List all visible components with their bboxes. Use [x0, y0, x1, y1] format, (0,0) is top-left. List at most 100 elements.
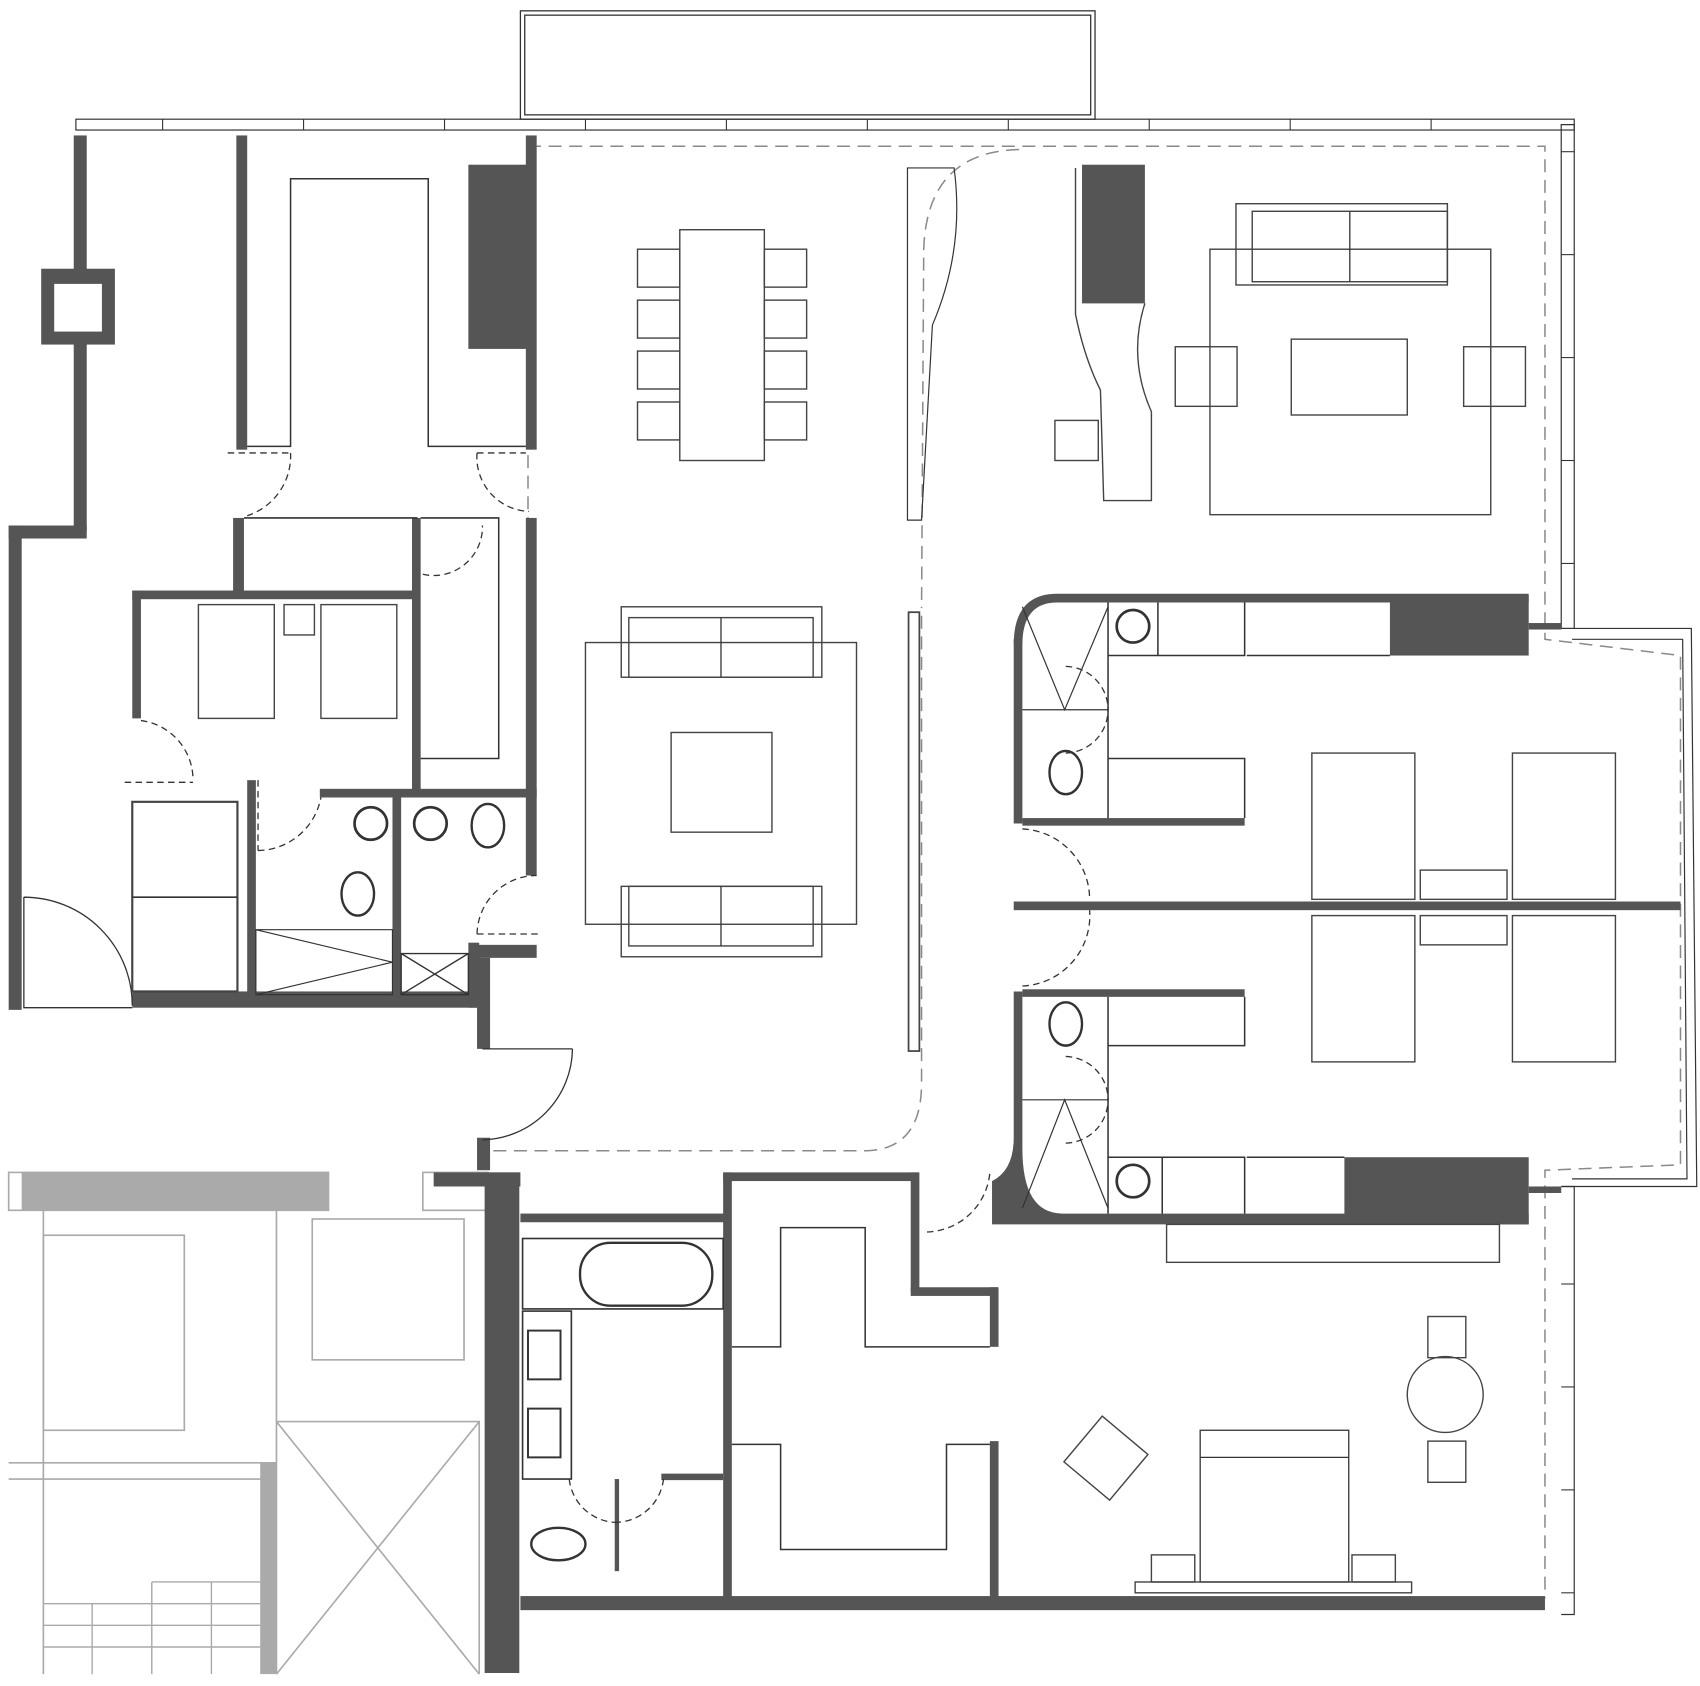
sink-basin [1115, 608, 1151, 644]
ceiling-outline [493, 145, 1682, 1599]
closet-wall-step-down [989, 1287, 999, 1347]
toilet-bowl [530, 1526, 587, 1562]
bedroom-wall-east [411, 517, 421, 791]
nightstand [283, 603, 316, 636]
tub-surround [521, 1237, 724, 1310]
toilet-bowl [1048, 749, 1084, 796]
master-wall-west-thick [484, 1172, 520, 1673]
bed [1311, 752, 1416, 901]
sink-basin [412, 805, 449, 842]
neighbor-bed [42, 1234, 186, 1432]
wc-door [568, 1478, 665, 1524]
bed [320, 603, 398, 720]
dining-chair [636, 299, 681, 339]
bathtub [578, 1241, 714, 1307]
entry-door-main [23, 896, 133, 1009]
kitchen-wall-west [236, 135, 248, 450]
bedroom1-door [1022, 828, 1091, 900]
facade-bay-window [1561, 627, 1698, 1188]
chair [1427, 1315, 1467, 1359]
bedroom-door [124, 719, 194, 783]
shower2-door [1065, 1055, 1109, 1144]
shower-outlines [1021, 606, 1109, 1209]
entry-wall-side [477, 957, 491, 1049]
facade-right-lower-window [1561, 1185, 1575, 1616]
vanity [521, 1310, 573, 1480]
closet-wall-top [723, 1172, 919, 1182]
lounge-chair [1062, 1415, 1149, 1502]
bath-wall-west [247, 780, 256, 997]
dining-chair [763, 299, 808, 339]
bedroom1-wall-west [1013, 639, 1023, 824]
furniture [131, 164, 1617, 1594]
bath-wall-north [319, 788, 537, 798]
bath-wall-mid [392, 797, 402, 1004]
facade-right-window [1560, 124, 1575, 630]
lounge-coffee-table [1290, 338, 1408, 416]
neighbor-unit [7, 1171, 489, 1675]
entry-wall-lower [477, 1137, 491, 1171]
dining-table [679, 229, 766, 462]
nightstand [1419, 869, 1508, 901]
front-door [482, 1048, 574, 1141]
closet-wall-east [989, 1441, 999, 1604]
bedroom1-bath-wall [1022, 818, 1245, 826]
dining-chair [763, 350, 808, 390]
bath-door-east [476, 874, 543, 935]
master-wall-south [520, 1596, 1545, 1611]
neighbor-wall-fill [260, 1462, 277, 1675]
bedroom-wall-west [132, 590, 141, 719]
dashed-outline-living [493, 606, 923, 1152]
nightstand [1351, 1554, 1397, 1583]
bedroom-wall-north [132, 590, 420, 600]
wardrobe-block-south [1344, 1157, 1529, 1225]
tv-console [1165, 1223, 1501, 1264]
armchair-east [1462, 346, 1527, 408]
shower-tray [255, 929, 394, 996]
bedroom1-bath-fixtures [1107, 602, 1390, 819]
bed [1511, 752, 1617, 901]
bath-door-west [257, 780, 322, 852]
tall-cabinet-block [468, 164, 536, 349]
side-table [1054, 419, 1099, 462]
room-wall [233, 517, 244, 594]
kitchen-door-east [476, 452, 530, 513]
closet-wall-mid [910, 1172, 920, 1292]
closet-north-shelving [731, 1226, 990, 1348]
master-door [926, 1172, 991, 1233]
vanity-sink [527, 1329, 562, 1381]
balcony-inner [524, 14, 1092, 116]
bedroom2-bath-wall [1022, 989, 1245, 997]
round-table [1406, 1355, 1484, 1434]
entry-wall-top [477, 944, 537, 958]
doors [23, 452, 1109, 1524]
facade [75, 10, 1698, 1616]
dining-chair [636, 248, 681, 288]
kitchen-door-west [227, 452, 292, 517]
closet-wall-step [910, 1287, 998, 1296]
bedroom-divider-wall [1013, 901, 1681, 911]
coffee-table [670, 731, 773, 833]
closet-wall-west [723, 1172, 732, 1606]
sink-basin [353, 805, 389, 842]
wardrobe-door [422, 525, 484, 577]
media-partition [907, 611, 921, 1052]
bath-wall-north [520, 1213, 727, 1223]
curved-desk [1074, 167, 1153, 502]
neighbor-stair [43, 1581, 261, 1675]
toilet-bowl [340, 871, 376, 917]
wc-wall [661, 1473, 724, 1481]
corridor-wall [525, 517, 537, 876]
neighbor-wall-fill [21, 1172, 329, 1211]
master-bed [1199, 1429, 1350, 1583]
duct-shaft [400, 952, 470, 996]
dining-chair [636, 401, 681, 441]
dining-chair [763, 248, 808, 288]
dashed-curve-divider [920, 148, 1020, 607]
neighbor-bed [311, 1218, 465, 1361]
walls [8, 135, 1681, 1673]
dining-chair [763, 401, 808, 441]
toilet-bowl [470, 802, 506, 849]
living-rug [584, 641, 858, 925]
